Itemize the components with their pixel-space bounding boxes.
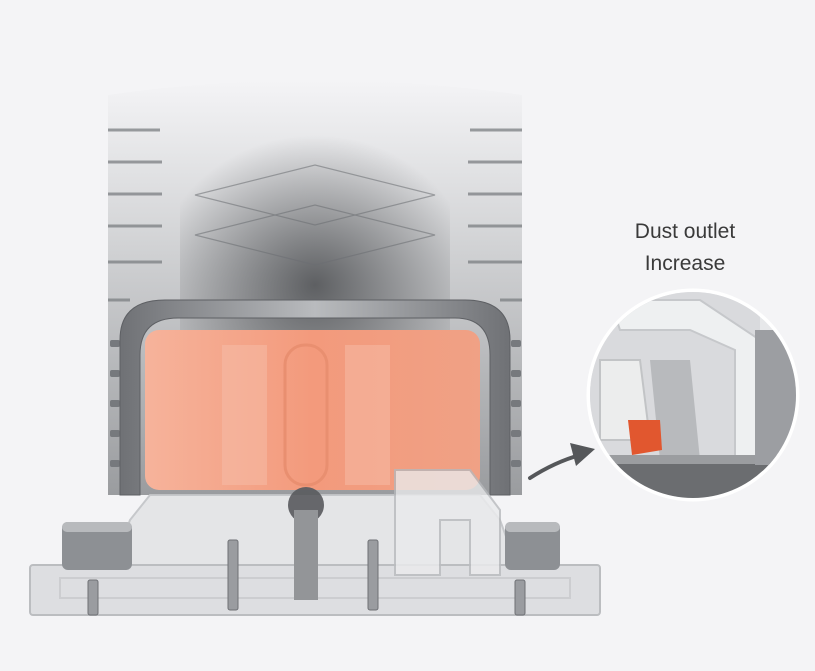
transparent-base (29, 469, 601, 616)
corner-posts (62, 522, 560, 570)
zoom-callout (586, 288, 800, 502)
caption-line-2: Increase (644, 252, 726, 275)
arrow-icon (528, 453, 582, 480)
screws (87, 539, 526, 616)
callout-caption: Dust outlet Increase (585, 216, 785, 280)
motor (145, 330, 480, 490)
caption-line-1: Dust outlet (634, 220, 736, 243)
arrow-head-icon (570, 443, 595, 466)
